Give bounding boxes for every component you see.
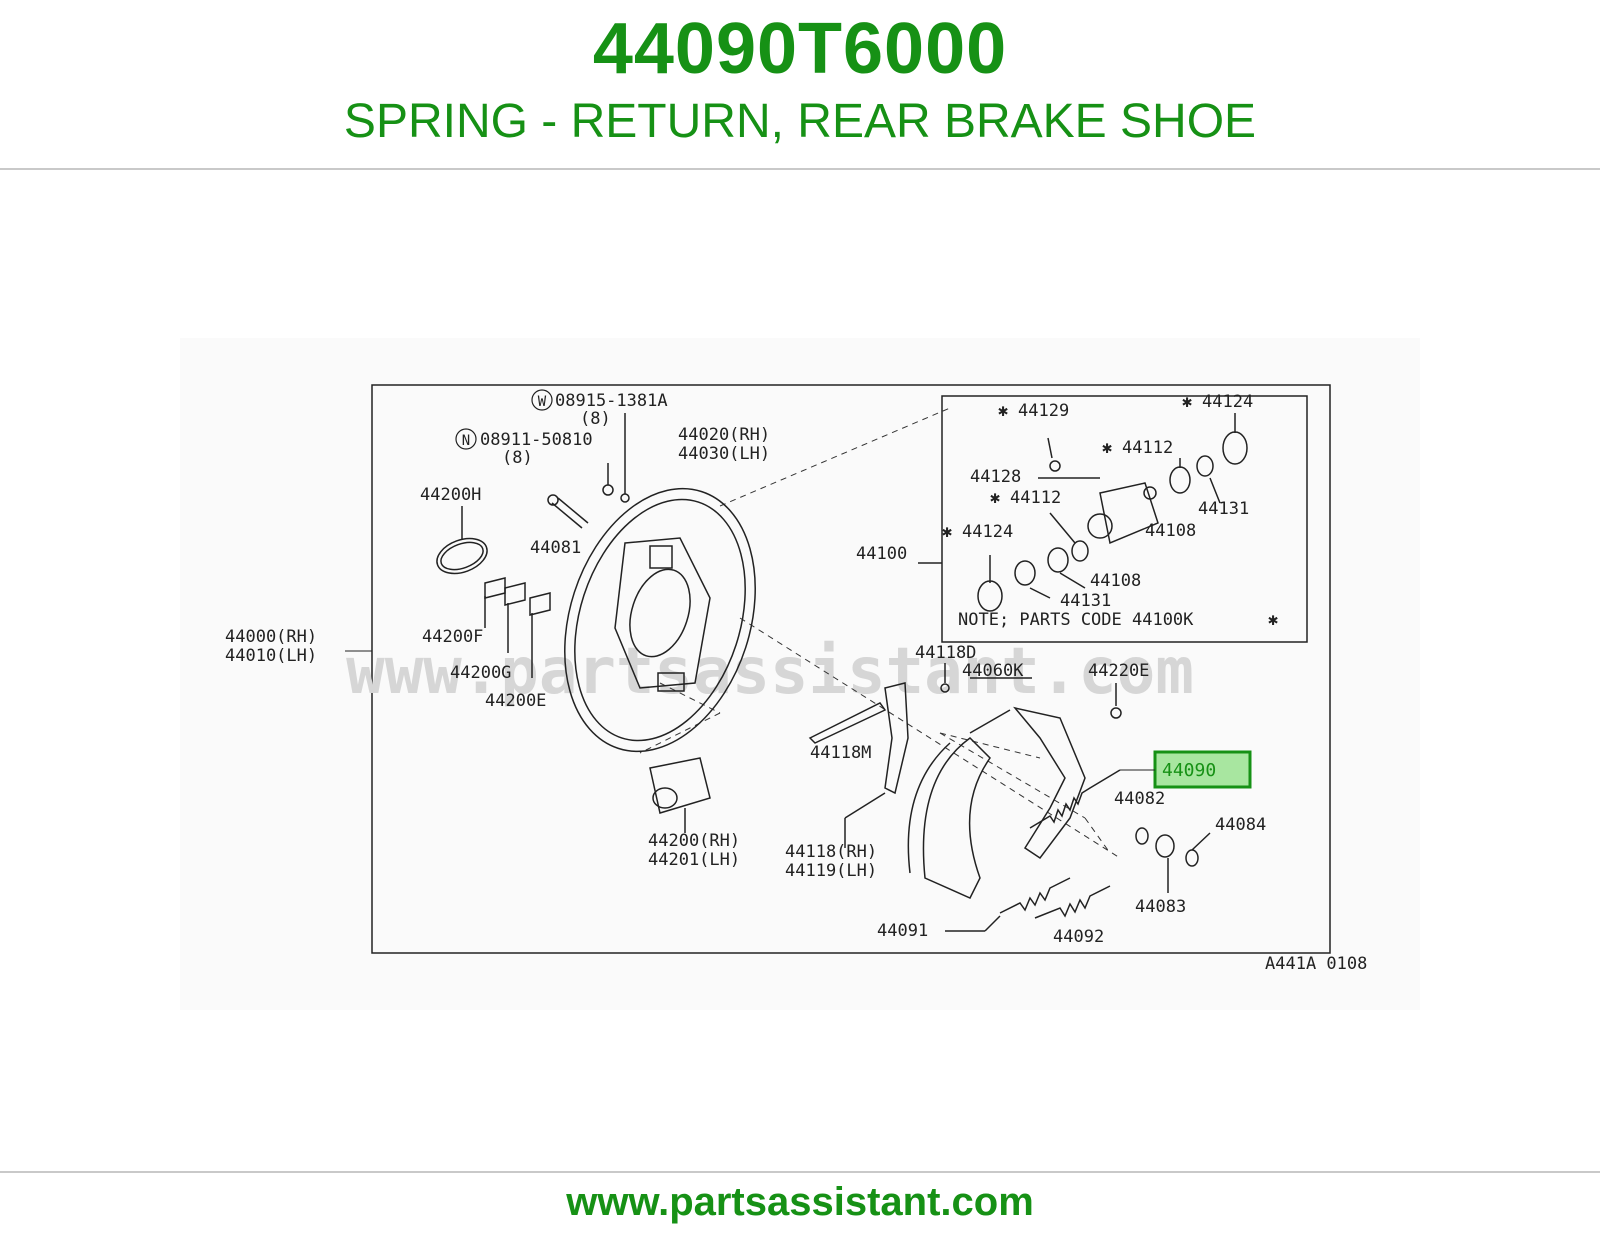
callout-08915-qty: (8) bbox=[580, 409, 611, 429]
backing-plate bbox=[564, 487, 756, 753]
callout-44131-top[interactable]: 44131 bbox=[1198, 499, 1249, 519]
callout-44200h[interactable]: 44200H bbox=[420, 485, 481, 505]
bolt-44081 bbox=[547, 494, 589, 529]
asterisk-icon: ✱ bbox=[942, 522, 952, 542]
adjuster-parts bbox=[940, 663, 1211, 893]
springs-44091-44092 bbox=[945, 877, 1111, 932]
lever-44118 bbox=[808, 682, 909, 848]
footer-divider bbox=[0, 1171, 1600, 1173]
callout-44200g[interactable]: 44200G bbox=[450, 663, 511, 683]
dashed-leaders bbox=[639, 407, 1121, 859]
n-symbol: N bbox=[462, 433, 470, 449]
asterisk-icon: ✱ bbox=[990, 488, 1000, 508]
callout-44119[interactable]: 44119(LH) bbox=[785, 861, 877, 881]
callout-44083[interactable]: 44083 bbox=[1135, 897, 1186, 917]
callout-44010[interactable]: 44010(LH) bbox=[225, 646, 317, 666]
brake-shoe-44060k bbox=[907, 706, 1086, 899]
header-divider bbox=[0, 168, 1600, 170]
callout-08911[interactable]: 08911-50810 bbox=[480, 430, 593, 450]
wheel-cylinder-inset bbox=[941, 395, 1308, 643]
callout-44020[interactable]: 44020(RH) bbox=[678, 425, 770, 445]
return-spring-44090 bbox=[1029, 769, 1121, 829]
callout-44084[interactable]: 44084 bbox=[1215, 815, 1266, 835]
callout-44220e[interactable]: 44220E bbox=[1088, 661, 1149, 681]
diagram-frame bbox=[371, 384, 1331, 954]
callout-44118m[interactable]: 44118M bbox=[810, 743, 871, 763]
callout-44112-top[interactable]: 44112 bbox=[1122, 438, 1173, 458]
callout-44200[interactable]: 44200(RH) bbox=[648, 831, 740, 851]
w-symbol-icon bbox=[531, 389, 553, 411]
watermark: www.partsassistant.com bbox=[346, 635, 1194, 709]
callout-44081[interactable]: 44081 bbox=[530, 538, 581, 558]
callout-08915[interactable]: 08915-1381A bbox=[555, 391, 668, 411]
wheel-cylinder-44200 bbox=[649, 757, 711, 833]
w-symbol: W bbox=[538, 394, 547, 410]
seal-44200h bbox=[436, 506, 488, 575]
callout-44124-top[interactable]: 44124 bbox=[1202, 392, 1253, 412]
callout-44091[interactable]: 44091 bbox=[877, 921, 928, 941]
callout-44092[interactable]: 44092 bbox=[1053, 927, 1104, 947]
callout-44201[interactable]: 44201(LH) bbox=[648, 850, 740, 870]
callout-44000[interactable]: 44000(RH) bbox=[225, 627, 317, 647]
callout-44082[interactable]: 44082 bbox=[1114, 789, 1165, 809]
callout-44030[interactable]: 44030(LH) bbox=[678, 444, 770, 464]
asterisk-icon: ✱ bbox=[1182, 392, 1192, 412]
callout-44200f[interactable]: 44200F bbox=[422, 627, 483, 647]
callout-44124-low[interactable]: 44124 bbox=[962, 522, 1013, 542]
callout-44131-low[interactable]: 44131 bbox=[1060, 591, 1111, 611]
wheel-cylinder-exploded bbox=[918, 413, 1248, 612]
callout-44118d[interactable]: 44118D bbox=[915, 643, 976, 663]
part-number-title: 44090T6000 bbox=[592, 9, 1008, 89]
callout-44129[interactable]: 44129 bbox=[1018, 401, 1069, 421]
callout-08911-qty: (8) bbox=[502, 448, 533, 468]
part-labels: W 08915-1381A (8) N 08911-50810 (8) 4402… bbox=[225, 389, 1367, 974]
asterisk-icon: ✱ bbox=[1268, 610, 1278, 630]
callout-44118[interactable]: 44118(RH) bbox=[785, 842, 877, 862]
callout-44128[interactable]: 44128 bbox=[970, 467, 1021, 487]
callout-44100[interactable]: 44100 bbox=[856, 544, 907, 564]
asterisk-icon: ✱ bbox=[1102, 438, 1112, 458]
footer-url[interactable]: www.partsassistant.com bbox=[566, 1180, 1034, 1224]
n-symbol-icon bbox=[455, 428, 477, 450]
page-header: 44090T6000 SPRING - RETURN, REAR BRAKE S… bbox=[0, 0, 1600, 168]
figure-code: A441A 0108 bbox=[1265, 954, 1367, 974]
callout-44108-top[interactable]: 44108 bbox=[1145, 521, 1196, 541]
callout-44060k[interactable]: 44060K bbox=[962, 661, 1024, 681]
part-description: SPRING - RETURN, REAR BRAKE SHOE bbox=[343, 95, 1257, 148]
nut-washer bbox=[602, 413, 630, 503]
callout-44090[interactable]: 44090 bbox=[1162, 760, 1216, 781]
callout-44200e[interactable]: 44200E bbox=[485, 691, 546, 711]
highlight-box-44090[interactable] bbox=[1153, 750, 1252, 789]
brake-parts-diagram: www.partsassistant.com bbox=[225, 384, 1367, 974]
inset-note: NOTE; PARTS CODE 44100K bbox=[958, 610, 1194, 630]
callout-44112-mid[interactable]: 44112 bbox=[1010, 488, 1061, 508]
asterisk-icon: ✱ bbox=[998, 401, 1008, 421]
callout-44108-low[interactable]: 44108 bbox=[1090, 571, 1141, 591]
clips-44200 bbox=[484, 577, 551, 678]
parts-diagram-panel: www.partsassistant.com bbox=[180, 338, 1420, 1010]
